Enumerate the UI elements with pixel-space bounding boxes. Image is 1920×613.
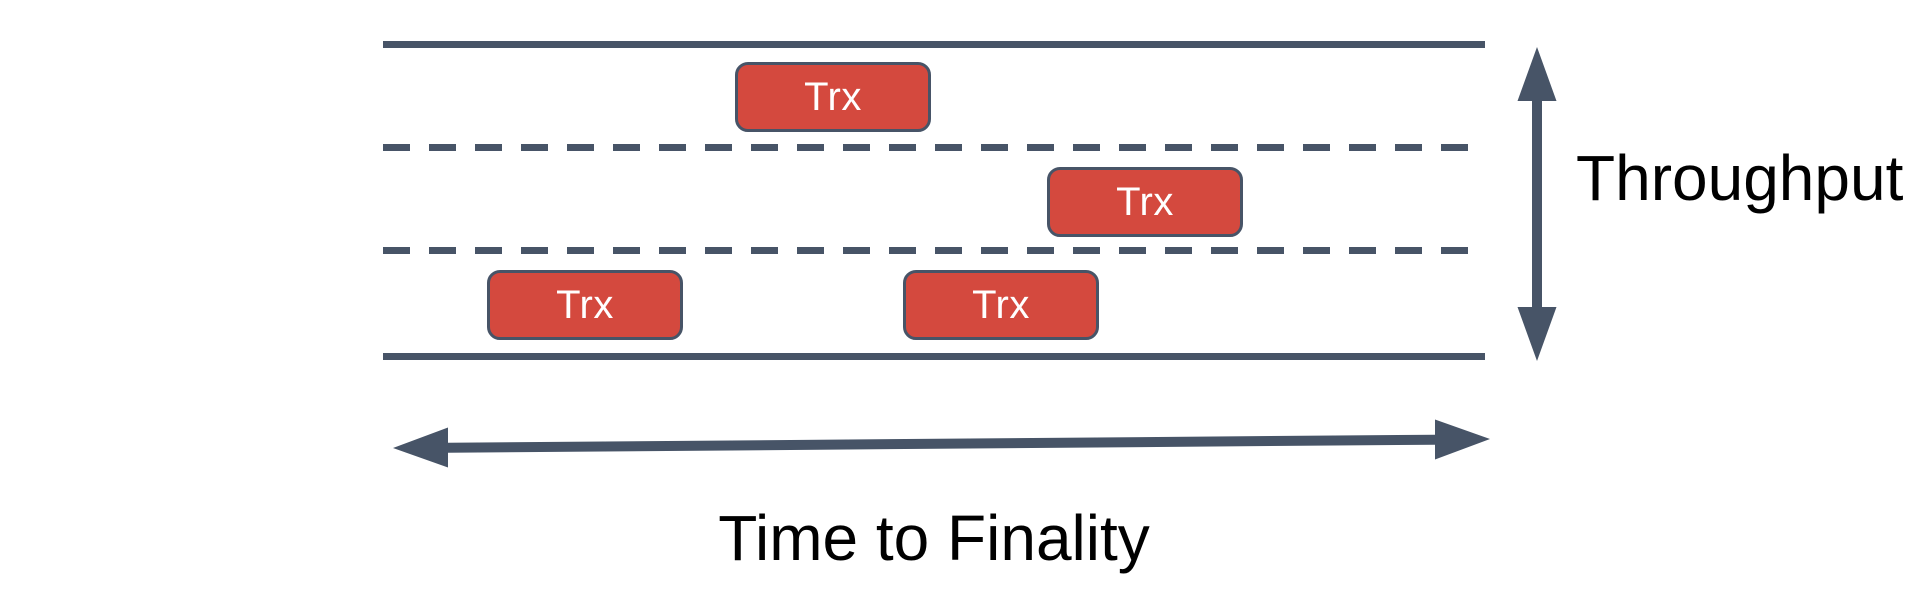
lane-divider-dashed-1 xyxy=(383,144,1485,151)
trx-label: Trx xyxy=(972,283,1030,327)
trx-box-top-lane: Trx xyxy=(735,62,931,132)
trx-box-middle-lane: Trx xyxy=(1047,167,1243,237)
throughput-axis-label: Throughput xyxy=(1576,142,1904,214)
time-to-finality-axis-label: Time to Finality xyxy=(718,502,1150,574)
trx-box-bottom-lane-left: Trx xyxy=(487,270,683,340)
throughput-double-arrow-icon xyxy=(1517,47,1557,361)
lane-divider-dashed-2 xyxy=(383,247,1485,254)
trx-label: Trx xyxy=(556,283,614,327)
trx-box-bottom-lane-right: Trx xyxy=(903,270,1099,340)
road-edge-line-top xyxy=(383,41,1485,48)
road-edge-line-bottom xyxy=(383,353,1485,360)
time-to-finality-double-arrow-icon xyxy=(393,419,1490,468)
trx-label: Trx xyxy=(804,75,862,119)
trx-label: Trx xyxy=(1116,180,1174,224)
